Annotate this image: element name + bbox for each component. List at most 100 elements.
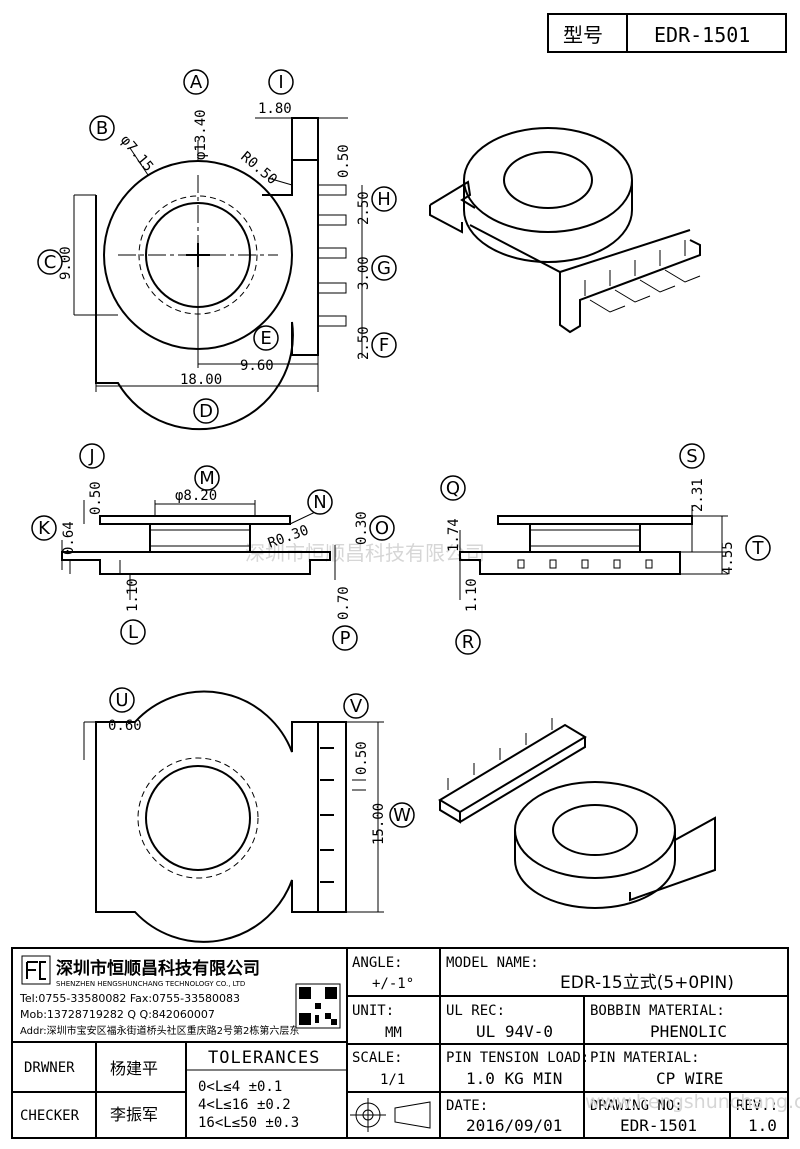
dim-r: 1.10	[464, 578, 480, 612]
svg-text:N: N	[313, 492, 326, 513]
svg-text:H: H	[377, 189, 391, 210]
date-label: DATE:	[446, 1098, 488, 1114]
iso-view-top	[429, 127, 701, 334]
rev-value: 1.0	[748, 1116, 777, 1135]
company-logo	[21, 955, 51, 985]
title-block	[11, 947, 789, 1139]
tolerance-row-2: 4<L≤16 ±0.2	[198, 1097, 291, 1113]
ulrec-label: UL REC:	[446, 1003, 505, 1019]
callout-u: U	[109, 687, 135, 713]
projection-symbol	[350, 1098, 431, 1132]
callout-k: K	[31, 515, 57, 541]
side-section-view	[459, 505, 728, 600]
dim-l: 1.10	[125, 578, 141, 612]
svg-text:T: T	[752, 538, 765, 559]
callout-j: J	[79, 443, 105, 469]
callout-markers: A B C D E F G H I J K L M N O P Q R S T U V W	[31, 69, 771, 828]
svg-text:M: M	[199, 468, 215, 489]
svg-text:B: B	[96, 118, 108, 139]
callout-s: S	[679, 443, 705, 469]
front-section-view	[61, 500, 336, 600]
dim-w: 15.00	[371, 803, 387, 845]
svg-text:O: O	[375, 518, 389, 539]
angle-label: ANGLE:	[352, 955, 403, 971]
svg-text:K: K	[38, 518, 51, 539]
svg-text:W: W	[393, 805, 411, 826]
unit-label: UNIT:	[352, 1003, 394, 1019]
svg-text:G: G	[377, 258, 391, 279]
dim-c: 9.00	[58, 246, 74, 280]
svg-text:Q: Q	[446, 478, 460, 499]
rev-label: REV.:	[736, 1098, 778, 1114]
dim-g: 3.00	[356, 256, 372, 290]
company-tel-fax: Tel:0755-33580082 Fax:0755-33580083	[19, 992, 240, 1005]
tolerance-row-3: 16<L≤50 ±0.3	[198, 1115, 299, 1131]
top-view	[73, 117, 363, 431]
svg-text:F: F	[379, 335, 389, 356]
scale-label: SCALE:	[352, 1050, 403, 1066]
tension-value: 1.0 KG MIN	[466, 1069, 562, 1088]
callout-n: N	[307, 489, 333, 515]
dim-h: 2.50	[356, 191, 372, 225]
dim-b: φ7.15	[117, 132, 156, 175]
dim-d: 18.00	[180, 372, 222, 388]
callout-f: F	[371, 332, 397, 358]
svg-text:E: E	[260, 328, 271, 349]
callout-i: I	[268, 69, 294, 95]
callout-p: P	[332, 625, 358, 651]
tolerance-row-1: 0<L≤4 ±0.1	[198, 1079, 282, 1095]
checker-value: 李振军	[110, 1105, 158, 1124]
callout-l: L	[120, 619, 146, 645]
callout-w: W	[389, 802, 415, 828]
callout-h: H	[371, 186, 397, 212]
callout-d: D	[193, 398, 219, 424]
dim-o: 0.30	[354, 511, 370, 545]
type-label: 型号	[563, 23, 603, 47]
company-name-cn: 深圳市恒顺昌科技有限公司	[56, 958, 260, 979]
tension-label: PIN TENSION LOAD:	[446, 1050, 589, 1066]
callout-g: G	[371, 255, 397, 281]
pinmat-value: CP WIRE	[656, 1069, 723, 1088]
type-header-box: 型号 EDR-1501	[547, 13, 787, 53]
drawno-value: EDR-1501	[620, 1116, 697, 1135]
model-value: EDR-15立式(5+0PIN)	[560, 973, 734, 993]
bobbin-value: PHENOLIC	[650, 1022, 727, 1041]
svg-text:C: C	[44, 252, 57, 273]
angle-value: +/-1°	[372, 976, 414, 992]
dim-v: 0.50	[354, 741, 370, 775]
watermark-bottom: www.hengshunchang.com	[585, 1091, 800, 1113]
svg-text:J: J	[88, 446, 94, 467]
svg-text:L: L	[128, 622, 138, 643]
date-value: 2016/09/01	[466, 1116, 562, 1135]
svg-text:I: I	[278, 72, 283, 93]
ulrec-value: UL 94V-0	[476, 1022, 553, 1041]
company-addr: Addr:深圳市宝安区福永街道桥头社区重庆路2号第2栋第六层东	[20, 1024, 299, 1037]
dim-s: 2.31	[690, 478, 706, 512]
callout-r: R	[455, 629, 481, 655]
drawer-value: 杨建平	[110, 1059, 158, 1078]
company-name-en: SHENZHEN HENGSHUNCHANG TECHNOLOGY CO., L…	[56, 980, 245, 988]
svg-text:R: R	[462, 632, 475, 653]
drawer-label: DRWNER	[24, 1060, 75, 1076]
checker-label: CHECKER	[20, 1108, 80, 1124]
company-mob-qq: Mob:13728719282 Q Q:842060007	[20, 1008, 215, 1021]
svg-text:A: A	[190, 72, 203, 93]
qr-code	[295, 983, 341, 1029]
scale-value: 1/1	[380, 1072, 405, 1088]
bottom-view	[83, 690, 384, 943]
callout-o: O	[369, 515, 395, 541]
svg-text:P: P	[340, 628, 351, 649]
dim-t: 4.55	[720, 541, 736, 575]
bobbin-label: BOBBIN MATERIAL:	[590, 1003, 725, 1019]
callout-v: V	[343, 693, 369, 719]
model-label: MODEL NAME:	[446, 955, 539, 971]
tolerances-title: TOLERANCES	[208, 1048, 320, 1068]
dim-e: 9.60	[240, 358, 274, 374]
callout-t: T	[745, 535, 771, 561]
iso-view-bottom	[438, 718, 716, 909]
svg-text:V: V	[350, 696, 363, 717]
dim-u: 0.60	[108, 718, 142, 734]
drawno-label: DRAWING NO:	[590, 1098, 683, 1114]
dim-i: 1.80	[258, 101, 292, 117]
